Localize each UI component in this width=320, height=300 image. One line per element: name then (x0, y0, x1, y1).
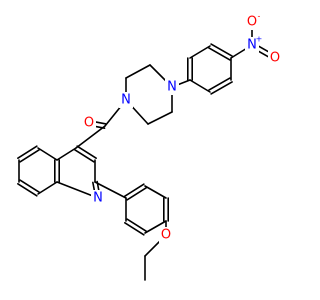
atom-o-nitro-2-symbol: O (270, 51, 280, 66)
bond-e1-e2-line-1 (126, 187, 147, 201)
atom-o-ether-symbol: O (161, 228, 171, 243)
bond-b5-b6 (37, 147, 58, 161)
bond-b2-b3-line-1 (17, 183, 38, 197)
atom-n-nitro-symbol: N (247, 38, 257, 53)
bond-b6-b1-line-1 (17, 145, 38, 159)
bond-pc-pd (147, 111, 173, 125)
atom-o-nitro-2: O (268, 50, 282, 66)
atom-o-nitro-1: O - (245, 12, 261, 30)
bond-b3-b4 (37, 181, 58, 195)
atom-o-carbonyl-symbol: O (84, 116, 94, 131)
atom-o-nitro-1-charge: - (258, 12, 261, 21)
atom-n-quinoline: N (91, 190, 105, 206)
bond-layer (17, 21, 277, 281)
atom-label-layer: O N N N N + O - (82, 12, 282, 243)
bond-pa-pb (125, 64, 151, 79)
bond-r5-r6-line-2 (210, 81, 233, 95)
atom-n-piperazine-1-symbol: N (121, 93, 131, 108)
bond-c2-e1 (94, 181, 127, 199)
atom-n-nitro: N + (245, 35, 263, 53)
atom-n-quinoline-symbol: N (93, 191, 103, 206)
molecule-structure-svg: O N N N N + O - (17, 12, 282, 281)
bond-r3-r4-line-2 (210, 43, 233, 57)
atom-n-piperazine-2: N (165, 79, 179, 95)
bond-c4-c3-line-2 (76, 145, 97, 159)
bond-b5-c4 (56, 147, 77, 161)
bond-b2-b3-line-2 (19, 179, 40, 193)
atom-o-carbonyl: O (82, 115, 96, 131)
bond-r3-r4-line-1 (208, 47, 231, 61)
molecule-diagram: O N N N N + O - (17, 12, 282, 281)
atom-n-nitro-charge: + (256, 35, 263, 44)
bond-c4-cco (75, 125, 106, 149)
bond-c4-c3-line-1 (74, 149, 95, 163)
bond-e5-e6-line-2 (124, 222, 145, 236)
atom-n-piperazine-1: N (119, 92, 133, 108)
bond-r5-r6-line-1 (208, 77, 231, 91)
bond-r2-r3 (189, 45, 211, 59)
bond-r6-r1 (189, 79, 211, 93)
bond-e1-e2-line-2 (124, 183, 145, 197)
bond-b6-b1-line-2 (19, 149, 40, 163)
bond-e4-e5 (144, 220, 167, 234)
bond-e5-e6-line-1 (126, 218, 147, 232)
bond-e2-e3 (144, 185, 167, 199)
atom-o-nitro-1-symbol: O (247, 15, 257, 30)
atom-n-piperazine-2-symbol: N (167, 80, 177, 95)
atom-o-ether: O (159, 227, 173, 243)
